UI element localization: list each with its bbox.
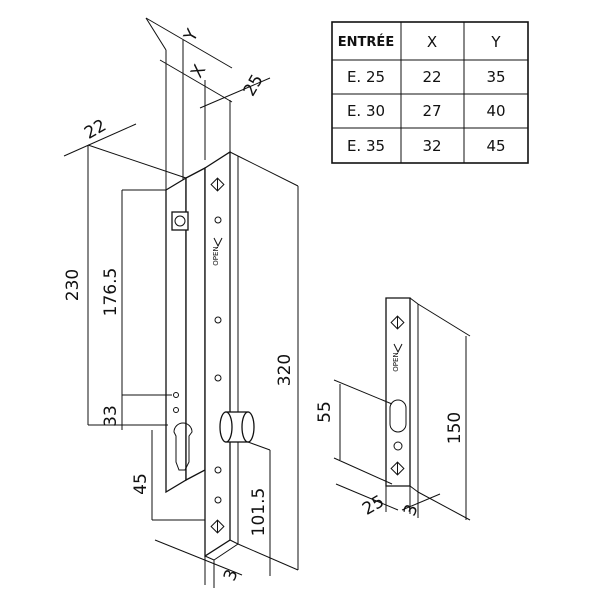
logo-mark-icon <box>213 237 223 248</box>
dim-22: 22 <box>81 116 110 144</box>
lock-body: OPEN <box>165 40 255 561</box>
table-cell: 32 <box>422 137 441 155</box>
table-cell: 35 <box>486 68 505 86</box>
dim-33: 33 <box>101 405 121 427</box>
table-cell: E. 35 <box>347 137 385 155</box>
dim-3-strike: 3 <box>400 502 422 519</box>
table-header-y: Y <box>490 33 501 51</box>
screw-hole <box>214 374 222 382</box>
screw-hole <box>390 315 405 330</box>
dim-176-5: 176.5 <box>101 268 121 317</box>
dim-230: 230 <box>63 269 83 301</box>
table-cell: E. 25 <box>347 68 385 86</box>
lock-case-front <box>185 166 206 482</box>
strike-plate: OPEN <box>385 297 419 493</box>
table-header-entree: ENTRÉE <box>338 34 394 50</box>
dim-55: 55 <box>315 401 335 423</box>
table-header-x: X <box>427 33 437 51</box>
dim-150: 150 <box>445 412 465 444</box>
follower-hub <box>171 211 189 231</box>
dim-45: 45 <box>131 473 151 495</box>
table-cell: 40 <box>486 102 505 120</box>
dim-3: 3 <box>220 567 242 584</box>
table-border <box>331 21 529 164</box>
dim-25-top: 25 <box>240 71 268 100</box>
table-cell: E. 30 <box>347 102 385 120</box>
latch-slot <box>389 399 407 433</box>
cylinder-cutout <box>173 422 193 471</box>
table-cell: 27 <box>422 102 441 120</box>
screw-hole <box>214 316 222 324</box>
brand-logo: OPEN <box>212 246 220 265</box>
strike-hole <box>393 441 403 451</box>
screw-hole <box>214 216 222 224</box>
dim-320: 320 <box>275 354 295 386</box>
dim-x: X <box>187 61 210 81</box>
dim-101-5: 101.5 <box>249 488 269 537</box>
screw-hole <box>210 519 225 534</box>
table-cell: 45 <box>486 137 505 155</box>
screw-hole <box>210 177 225 192</box>
entry-table: ENTRÉE X Y E. 25 22 35 E. 30 27 40 E. 35… <box>331 21 529 164</box>
logo-mark-icon <box>393 343 403 354</box>
screw-hole <box>214 466 222 474</box>
screw-hole <box>390 461 405 476</box>
forend-plate <box>204 150 231 558</box>
table-cell: 22 <box>422 68 441 86</box>
screw-hole <box>214 496 222 504</box>
brand-logo: OPEN <box>392 352 400 371</box>
